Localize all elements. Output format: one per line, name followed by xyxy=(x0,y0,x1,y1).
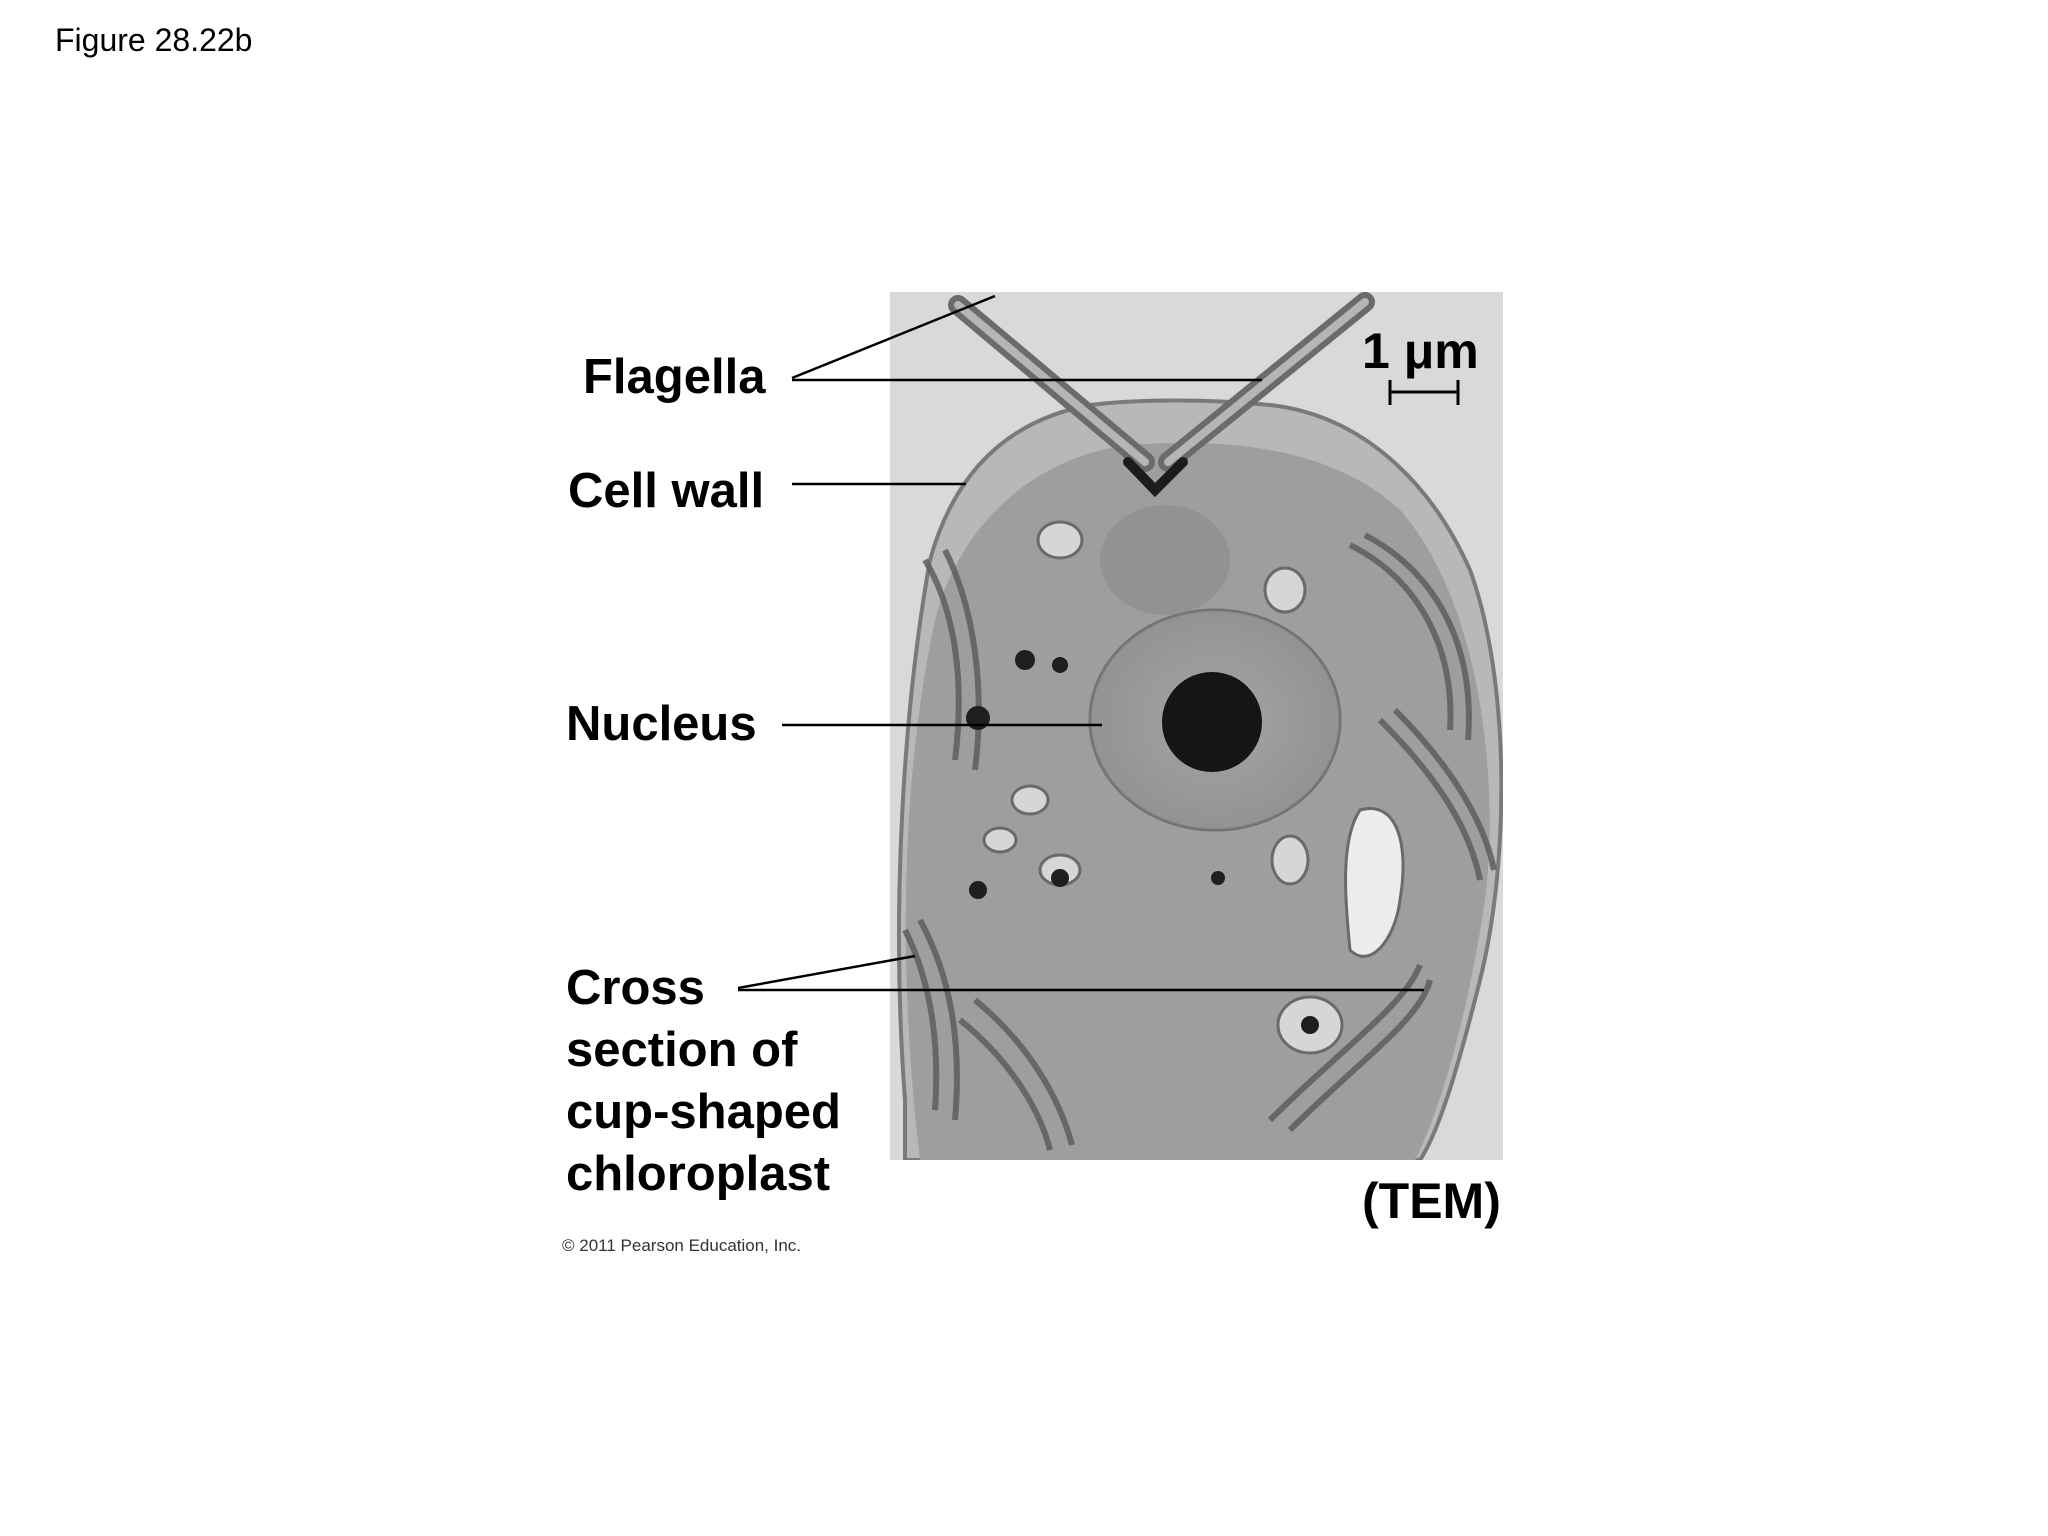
label-nucleus: Nucleus xyxy=(566,697,757,751)
label-cell-wall: Cell wall xyxy=(568,464,765,518)
leader-lines xyxy=(737,294,1424,992)
label-chloroplast-line-3: cup-shaped xyxy=(566,1085,841,1139)
figure-title: Figure 28.22b xyxy=(55,22,253,58)
leader-chloroplast-upper xyxy=(737,954,916,990)
label-flagella: Flagella xyxy=(583,350,766,404)
basal-body-region xyxy=(1100,505,1230,615)
label-chloroplast: Cross section of cup-shaped chloroplast xyxy=(566,957,841,1205)
chloroplast xyxy=(902,532,1497,1151)
label-chloroplast-line-1: Cross xyxy=(566,961,705,1015)
label-chloroplast-line-4: chloroplast xyxy=(566,1147,831,1201)
copyright-notice: © 2011 Pearson Education, Inc. xyxy=(562,1236,802,1255)
scale-bar-label: 1 μm xyxy=(1362,323,1479,379)
image-type-label: (TEM) xyxy=(1362,1173,1501,1229)
leader-flagella-upper xyxy=(791,294,996,380)
scale-bar xyxy=(1388,380,1460,405)
flagella xyxy=(948,292,1375,498)
label-chloroplast-line-2: section of xyxy=(566,1023,798,1077)
vacuoles xyxy=(982,520,1405,1055)
nucleolus xyxy=(1162,672,1262,772)
